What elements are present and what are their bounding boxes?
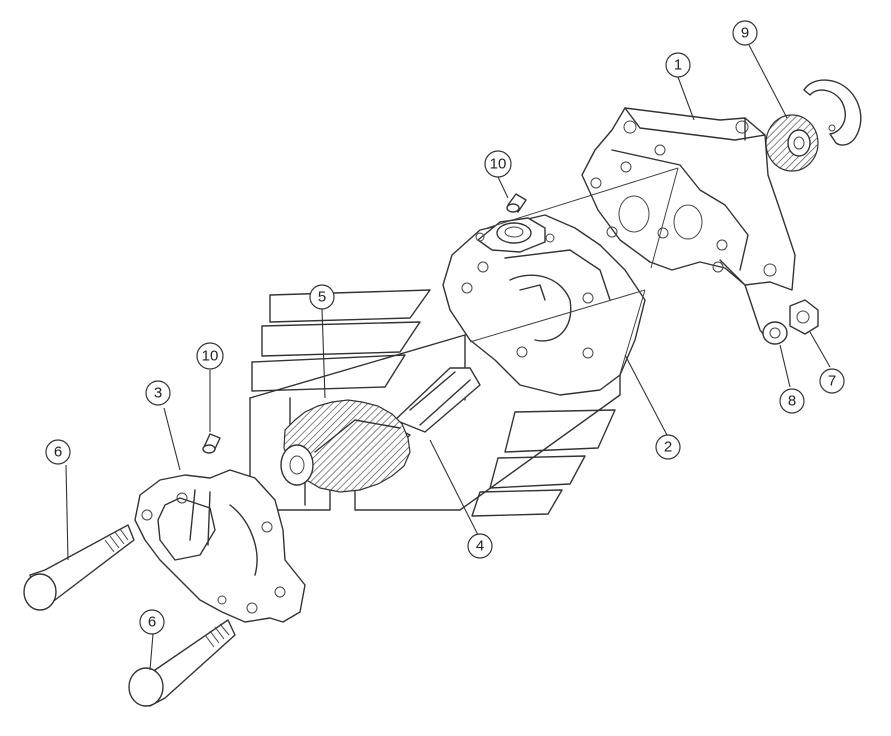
bolt-upper — [23, 524, 135, 611]
callout-8-label: 8 — [788, 393, 796, 410]
callout-6-lower: 6 — [139, 609, 165, 635]
bolt-lower — [128, 619, 236, 707]
callout-2: 2 — [655, 434, 681, 460]
dowel-pin-upper — [506, 193, 527, 213]
callout-10-lower-label: 10 — [202, 348, 219, 365]
callout-8: 8 — [779, 388, 805, 414]
callout-4-label: 4 — [476, 538, 484, 555]
front-cover — [134, 469, 306, 623]
callout-4: 4 — [467, 533, 493, 559]
washer — [762, 321, 788, 345]
callout-10-upper: 10 — [484, 150, 512, 178]
callout-10-upper-label: 10 — [490, 156, 507, 173]
assembly-guide-lines — [469, 167, 679, 375]
callout-6-upper: 6 — [45, 439, 71, 465]
leader-lines — [65, 44, 831, 671]
snap-ring — [803, 79, 862, 146]
callout-10-lower: 10 — [196, 342, 224, 370]
callout-1-label: 1 — [674, 57, 682, 74]
hex-nut — [789, 299, 819, 335]
callout-7-label: 7 — [828, 373, 836, 390]
callout-2-label: 2 — [664, 439, 672, 456]
callout-1: 1 — [665, 52, 691, 78]
callout-9: 9 — [732, 20, 758, 46]
callout-6-lower-label: 6 — [148, 614, 156, 631]
callout-6-upper-label: 6 — [54, 444, 62, 461]
callout-7: 7 — [819, 368, 845, 394]
dowel-pin-lower — [202, 433, 221, 454]
bearing — [765, 114, 819, 172]
rear-cover-plate — [581, 107, 796, 341]
drive-gear — [280, 399, 411, 493]
callout-9-label: 9 — [741, 25, 749, 42]
pump-housing — [442, 214, 646, 396]
callout-5: 5 — [309, 284, 335, 310]
callout-5-label: 5 — [318, 289, 326, 306]
callout-3: 3 — [145, 380, 171, 406]
callout-3-label: 3 — [154, 385, 162, 402]
